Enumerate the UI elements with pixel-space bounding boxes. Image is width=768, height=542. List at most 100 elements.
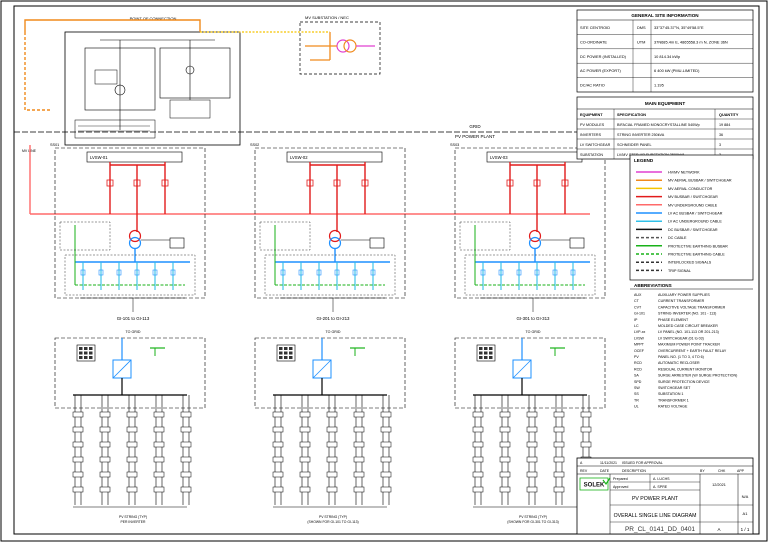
abbreviation-meaning: PANEL NO. (1 TO 3, 4 TO 6) bbox=[658, 355, 704, 359]
inverter-range-label: GI-101 to GI-113 bbox=[117, 316, 150, 321]
mv-aerial-line bbox=[24, 19, 201, 32]
pv-module-icon bbox=[380, 411, 392, 418]
pv-module-icon bbox=[353, 486, 365, 493]
pv-module-icon bbox=[499, 456, 511, 463]
pv-module-icon bbox=[580, 426, 592, 433]
approved-by: A. SPRE bbox=[653, 485, 668, 489]
pv-module-icon bbox=[180, 471, 192, 478]
abbreviation-code: SW bbox=[634, 386, 640, 390]
drawing-frame bbox=[13, 5, 760, 535]
pv-module-icon bbox=[326, 456, 338, 463]
pv-module-icon bbox=[499, 426, 511, 433]
project-name: PV POWER PLANT bbox=[632, 496, 679, 502]
legend-label: HV/MV NETWORK bbox=[668, 171, 700, 175]
grid-connection-area: POINT OF CONNECTION bbox=[24, 16, 330, 146]
abbreviation-meaning: OVERCURRENT + EARTH FAULT RELAY bbox=[658, 349, 727, 353]
sheet-number: 1 / 1 bbox=[741, 527, 750, 532]
abbreviation-meaning: SURGE PROTECTION DEVICE bbox=[658, 380, 710, 384]
pv-module-icon bbox=[353, 471, 365, 478]
pv-module-icon bbox=[526, 486, 538, 493]
plant-label: PV POWER PLANT bbox=[455, 134, 495, 139]
pv-module-icon bbox=[526, 456, 538, 463]
general-info-label: AC POWER (EXPORT) bbox=[580, 68, 621, 73]
drawing-number: PR_CL_0141_DD_0401 bbox=[625, 526, 695, 533]
pv-module-icon bbox=[326, 441, 338, 448]
pv-module-icon bbox=[72, 426, 84, 433]
abbreviation-meaning: SWITCHGEAR SET bbox=[658, 386, 691, 390]
approved-label: Approved bbox=[613, 485, 628, 489]
pv-module-icon bbox=[72, 486, 84, 493]
equipment-cell: SCHNEIDER PANEL bbox=[617, 143, 652, 147]
inverter-box-label: TO GRID bbox=[126, 330, 141, 334]
substation-name: SS02 bbox=[250, 143, 259, 147]
prepared-label: Prepared bbox=[613, 477, 628, 481]
pv-module-icon bbox=[153, 411, 165, 418]
general-info-unit: DMS bbox=[637, 25, 646, 30]
pv-module-icon bbox=[153, 426, 165, 433]
abbreviation-code: SPD bbox=[634, 380, 642, 384]
equipment-cell: PV MODULES bbox=[580, 123, 605, 127]
abbreviation-code: GI-101 bbox=[634, 312, 645, 316]
legend-label: INTERLOCKED SIGNALS bbox=[668, 261, 712, 265]
pv-module-icon bbox=[180, 486, 192, 493]
pv-module-icon bbox=[299, 486, 311, 493]
pv-module-icon bbox=[126, 486, 138, 493]
revision-header: CHK bbox=[718, 469, 726, 473]
pv-module-icon bbox=[553, 441, 565, 448]
abbreviation-meaning: MAXIMUM POWER POINT TRACKER bbox=[658, 343, 720, 347]
abbreviation-meaning: SURGE ARRESTER (W/ SURGE PROTECTION) bbox=[658, 374, 737, 378]
pv-module-icon bbox=[72, 471, 84, 478]
pv-module-icon bbox=[526, 471, 538, 478]
pv-module-icon bbox=[380, 441, 392, 448]
pv-module-icon bbox=[126, 471, 138, 478]
revision-letter: A bbox=[717, 527, 720, 532]
abbreviation-code: UL bbox=[634, 405, 639, 409]
substation-name: SS03 bbox=[450, 143, 459, 147]
pv-module-icon bbox=[153, 486, 165, 493]
pv-module-icon bbox=[326, 411, 338, 418]
abbreviation-meaning: AUTOMATIC RECLOSER bbox=[658, 361, 700, 365]
pv-module-icon bbox=[299, 426, 311, 433]
legend-label: MV AERIAL BUSBAR / SWITCHGEAR bbox=[668, 179, 732, 183]
pv-module-icon bbox=[299, 456, 311, 463]
pv-module-icon bbox=[272, 486, 284, 493]
revision-header: DATE bbox=[600, 469, 610, 473]
issue-date: 12/2021 bbox=[712, 483, 726, 487]
abbreviation-code: AUX bbox=[634, 293, 642, 297]
abbreviation-meaning: CURRENT TRANSFORMER bbox=[658, 299, 705, 303]
general-info-label: SITE CENTROID bbox=[580, 25, 610, 30]
legend-label: DC BUSBAR / SWITCHGEAR bbox=[668, 228, 718, 232]
transformer-mv-icon bbox=[528, 229, 542, 243]
equipment-cell: STRING INVERTER 250kVA bbox=[617, 133, 665, 137]
sheet-size: A1 bbox=[743, 511, 749, 516]
pv-module-icon bbox=[99, 471, 111, 478]
general-info-label: DC POWER (INSTALLED) bbox=[580, 54, 627, 59]
pv-module-icon bbox=[99, 426, 111, 433]
pv-module-icon bbox=[299, 441, 311, 448]
pv-module-icon bbox=[553, 426, 565, 433]
abbreviation-code: CT bbox=[634, 299, 640, 303]
legend-label: PROTECTIVE EARTHING CABLE bbox=[668, 253, 725, 257]
abbreviation-code: LVSW bbox=[634, 336, 645, 340]
lvsw-name: LVSW-03 bbox=[490, 155, 508, 160]
pv-module-icon bbox=[99, 456, 111, 463]
abbreviation-meaning: CAPACITIVE VOLTAGE TRANSFORMER bbox=[658, 305, 726, 309]
transformer-mv-icon bbox=[128, 229, 142, 243]
pv-module-icon bbox=[126, 426, 138, 433]
pv-module-icon bbox=[580, 441, 592, 448]
general-info-value: 1.195 bbox=[654, 83, 664, 88]
equipment-cell: 36 bbox=[719, 133, 723, 137]
inverter-box-label: TO GRID bbox=[526, 330, 541, 334]
pv-module-icon bbox=[99, 486, 111, 493]
pv-module-icon bbox=[180, 411, 192, 418]
pv-string-caption: PV STRING (TYP) bbox=[319, 515, 347, 519]
equipment-cell: INVERTERS bbox=[580, 133, 602, 137]
pv-module-icon bbox=[153, 471, 165, 478]
abbreviation-code: RCD bbox=[634, 361, 642, 365]
pv-module-icon bbox=[180, 441, 192, 448]
